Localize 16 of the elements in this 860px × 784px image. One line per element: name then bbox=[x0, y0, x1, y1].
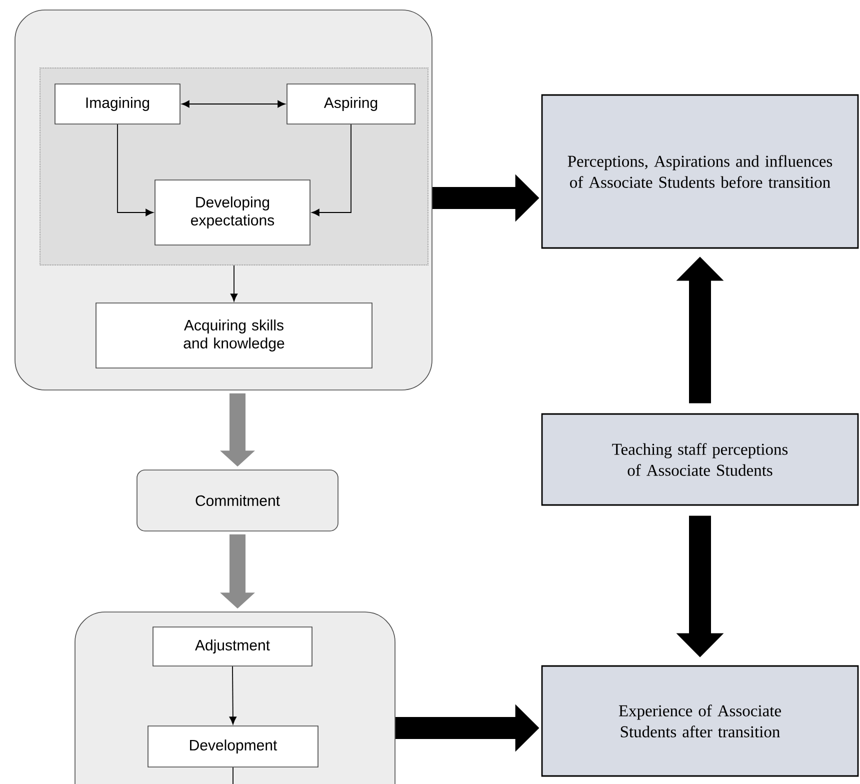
process-box: Adjustment bbox=[152, 626, 312, 666]
outcome-box: Perceptions, Aspirations and influences of Associate Students before transition bbox=[541, 94, 859, 249]
outcome-box: Experience of Associate Students after transition bbox=[541, 665, 859, 777]
process-box: Developing expectations bbox=[154, 180, 310, 246]
stage-box: Commitment bbox=[136, 470, 338, 532]
process-box: Imagining bbox=[54, 84, 180, 124]
process-box: Development bbox=[148, 726, 318, 768]
arrow bbox=[312, 124, 352, 216]
arrow bbox=[230, 264, 238, 302]
process-box: Acquiring skills and knowledge bbox=[96, 302, 372, 368]
arrow bbox=[229, 666, 237, 724]
arrow bbox=[117, 124, 154, 216]
connector-line bbox=[232, 766, 234, 784]
arrow bbox=[182, 100, 286, 108]
outcome-box: Teaching staff perceptions of Associate Students bbox=[541, 413, 859, 506]
process-box: Aspiring bbox=[286, 84, 416, 124]
